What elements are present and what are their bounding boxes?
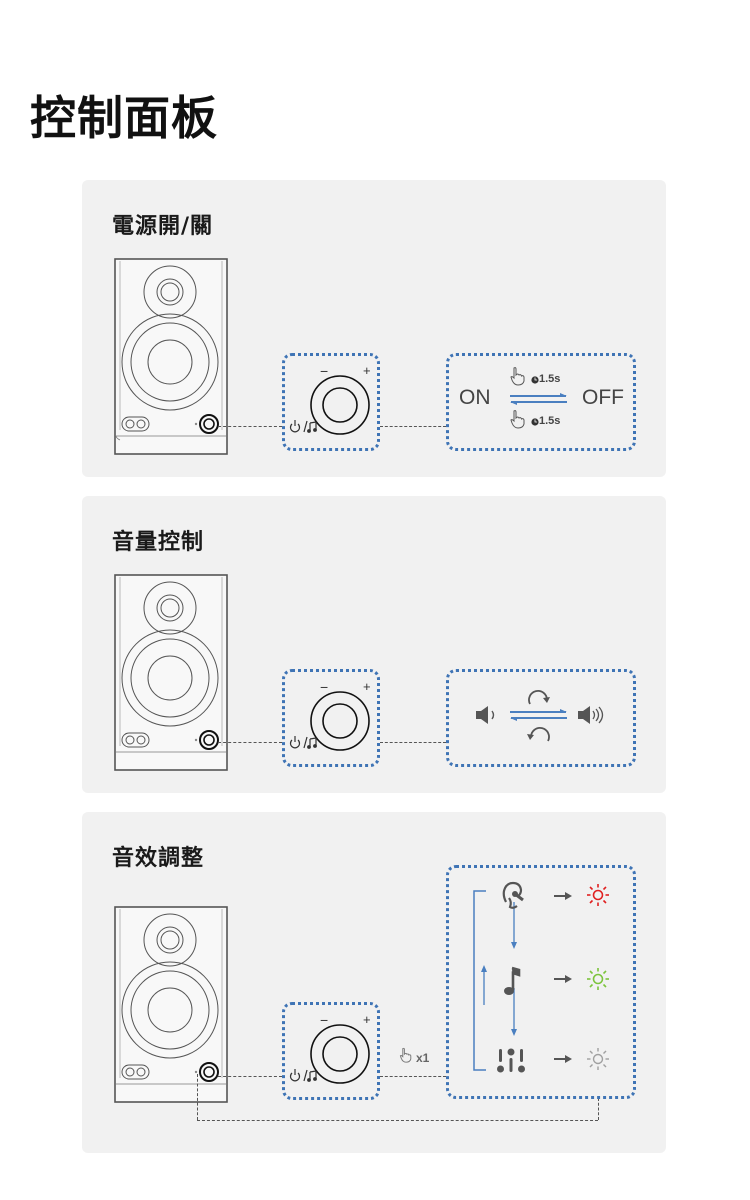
clock-icon	[531, 376, 539, 384]
power-section-card: 電源開/關 − + ON OFF	[82, 180, 666, 477]
speaker-illustration	[114, 258, 228, 455]
led-feedback-line	[197, 1120, 598, 1121]
plus-sign: +	[363, 363, 371, 378]
power-music-icon	[289, 736, 317, 749]
sound-effect-section-card: 音效調整 − + x1	[82, 812, 666, 1153]
sound-mode-box	[446, 865, 636, 1099]
minus-sign: −	[320, 363, 328, 379]
control-knob[interactable]: − +	[282, 353, 380, 451]
control-knob-box	[282, 353, 380, 451]
hand-press-icon	[399, 1047, 412, 1063]
mode-cycle-arrows	[473, 890, 517, 1071]
equalizer-icon	[497, 1048, 525, 1073]
svg-text:+: +	[363, 1012, 371, 1027]
music-note-icon	[504, 966, 521, 995]
press-count: x1	[416, 1051, 430, 1065]
volume-high-icon	[578, 706, 604, 724]
control-knob-box	[282, 669, 380, 767]
led-green-icon	[587, 968, 609, 990]
ear-icon	[502, 881, 524, 909]
page-title: 控制面板	[30, 91, 218, 145]
toggle-arrows-icon	[510, 393, 567, 405]
rotate-clockwise-icon	[528, 689, 550, 705]
volume-arrows-icon	[510, 709, 567, 721]
section-title-power: 電源開/關	[112, 214, 214, 239]
connector-line	[218, 742, 282, 743]
section-title-volume: 音量控制	[112, 530, 205, 555]
hand-press-icon	[510, 410, 525, 429]
connector-line	[380, 742, 446, 743]
section-title-sound-effect: 音效調整	[112, 846, 205, 871]
power-music-icon	[289, 420, 317, 433]
led-red-icon	[587, 884, 609, 906]
control-knob-box	[282, 1002, 380, 1100]
volume-result-box	[446, 669, 636, 767]
led-off-icon	[587, 1048, 609, 1070]
connector-line	[380, 1076, 446, 1077]
on-label: ON	[459, 386, 491, 409]
power-music-icon	[289, 1069, 317, 1082]
speaker-illustration	[114, 574, 228, 771]
rotate-counterclockwise-icon	[527, 726, 550, 742]
svg-text:+: +	[363, 679, 371, 694]
led-feedback-line	[598, 1098, 599, 1120]
power-result-box	[446, 353, 636, 451]
control-knob[interactable]: − +	[282, 669, 380, 767]
connector-line	[218, 1076, 282, 1077]
connector-line	[218, 426, 282, 427]
svg-text:−: −	[320, 1012, 328, 1028]
control-knob[interactable]: − +	[282, 1002, 380, 1100]
volume-section-card: 音量控制 − +	[82, 496, 666, 793]
off-label: OFF	[582, 386, 624, 409]
arrow-right-icon	[554, 975, 572, 983]
hold-duration-bottom: 1.5s	[539, 415, 561, 427]
hand-press-icon	[510, 367, 525, 386]
led-feedback-line	[197, 1074, 198, 1120]
volume-low-icon	[476, 706, 495, 724]
arrow-right-icon	[554, 892, 572, 900]
clock-icon	[531, 418, 539, 426]
arrow-right-icon	[554, 1055, 572, 1063]
connector-line	[380, 426, 446, 427]
speaker-illustration	[114, 906, 228, 1103]
svg-text:−: −	[320, 679, 328, 695]
hold-duration-top: 1.5s	[539, 373, 561, 385]
